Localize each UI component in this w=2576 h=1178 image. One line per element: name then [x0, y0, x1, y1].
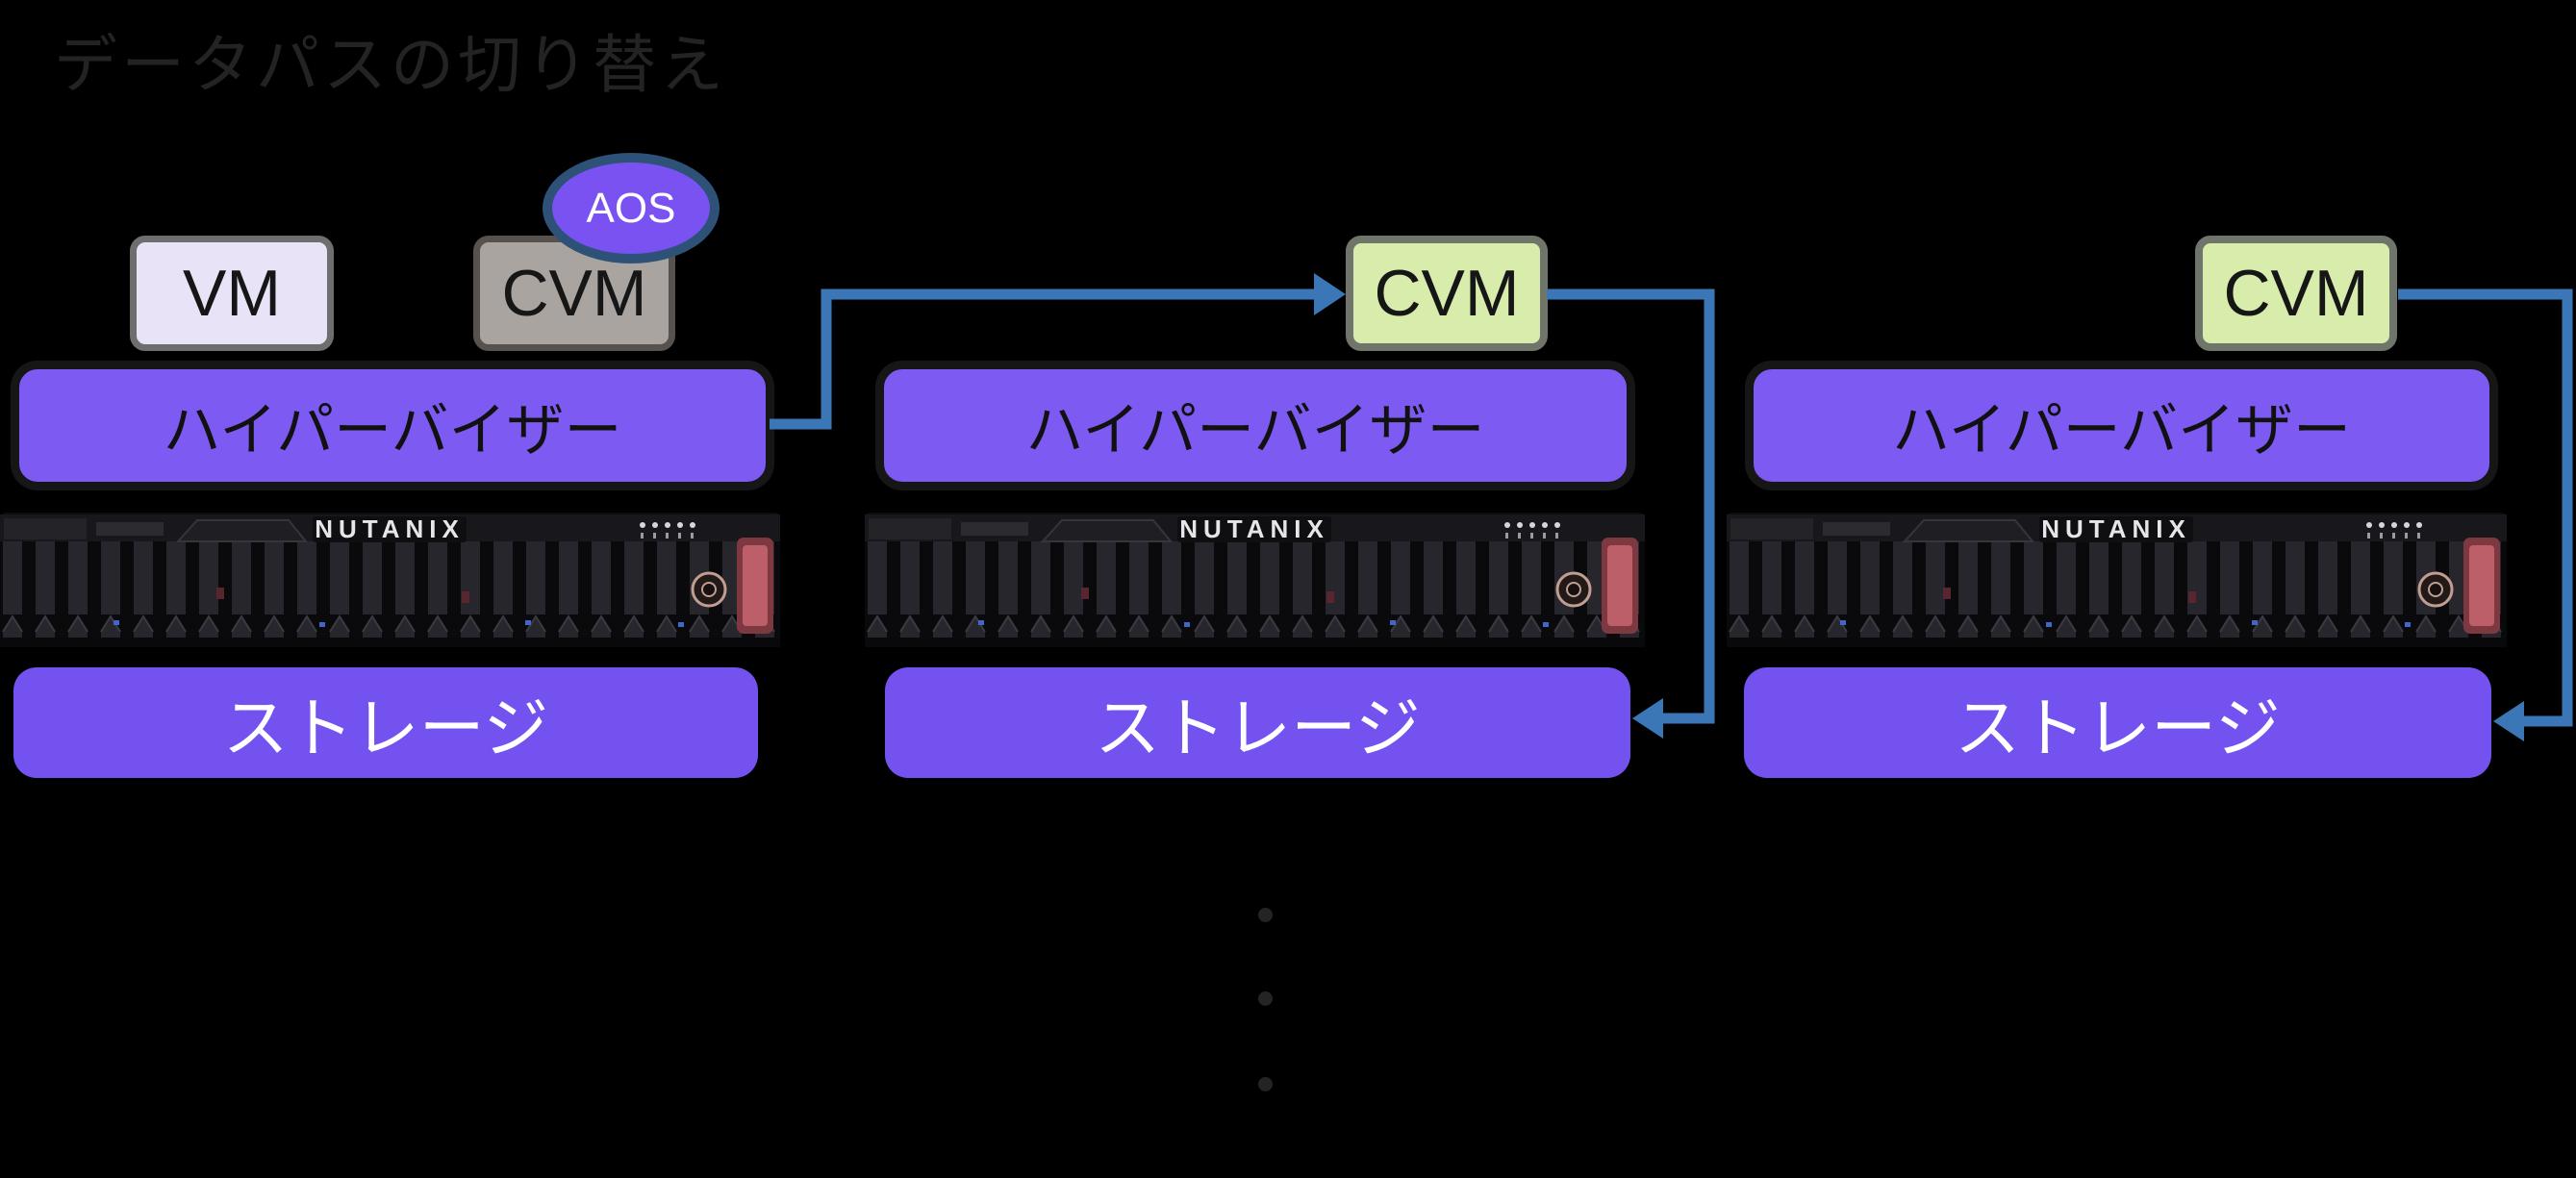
hypervisor-label: ハイパーバイザー — [163, 398, 622, 463]
ellipsis-dot — [1258, 908, 1273, 922]
nutanix-server-graphic: NUTANIX — [1727, 513, 2507, 647]
nutanix-server-graphic: NUTANIX — [865, 513, 1645, 647]
arrow-cvm2-to-storage2 — [1547, 288, 1715, 724]
hypervisor-label: ハイパーバイザー — [1025, 398, 1485, 463]
storage-label: ストレージ — [1955, 692, 2281, 765]
cvm-box-node2: CVM — [1346, 236, 1548, 351]
storage-label: ストレージ — [1095, 692, 1421, 765]
arrow-cvm3-to-storage3 — [2398, 288, 2573, 727]
led-panel — [640, 522, 695, 528]
nutanix-logo: NUTANIX — [315, 514, 465, 543]
cvm-label: CVM — [2223, 257, 2369, 330]
storage-label: ストレージ — [222, 692, 549, 765]
arrowhead-into-storage3 — [2493, 701, 2524, 741]
cvm-box-node3: CVM — [2195, 236, 2397, 351]
nutanix-logo: NUTANIX — [2041, 514, 2191, 543]
arrowhead-into-cvm2 — [1314, 273, 1346, 315]
storage-bar-node2: ストレージ — [885, 667, 1630, 778]
ellipsis-dot — [1258, 1077, 1273, 1091]
cvm-label: CVM — [501, 257, 647, 330]
nutanix-server-graphic: NUTANIX — [0, 513, 780, 647]
cvm-label: CVM — [1374, 257, 1520, 330]
ellipsis-dot — [1258, 991, 1273, 1006]
nutanix-logo: NUTANIX — [1179, 514, 1329, 543]
aos-badge: AOS — [543, 153, 720, 263]
hypervisor-bar-node1: ハイパーバイザー — [11, 361, 774, 490]
page-title: データパスの切り替え — [54, 29, 727, 100]
aos-label: AOS — [586, 184, 676, 232]
hypervisor-bar-node2: ハイパーバイザー — [875, 361, 1635, 490]
arrowhead-into-storage2 — [1632, 698, 1663, 739]
storage-bar-node3: ストレージ — [1744, 667, 2491, 778]
vm-box: VM — [130, 236, 334, 351]
server-image-node1: NUTANIX — [0, 513, 780, 647]
hypervisor-bar-node3: ハイパーバイザー — [1745, 361, 2498, 490]
hypervisor-label: ハイパーバイザー — [1892, 398, 2351, 463]
server-image-node3: NUTANIX — [1727, 513, 2507, 647]
storage-bar-node1: ストレージ — [13, 667, 758, 778]
server-image-node2: NUTANIX — [865, 513, 1645, 647]
cvm-box-node1: CVM — [473, 236, 675, 351]
vm-label: VM — [183, 257, 281, 330]
